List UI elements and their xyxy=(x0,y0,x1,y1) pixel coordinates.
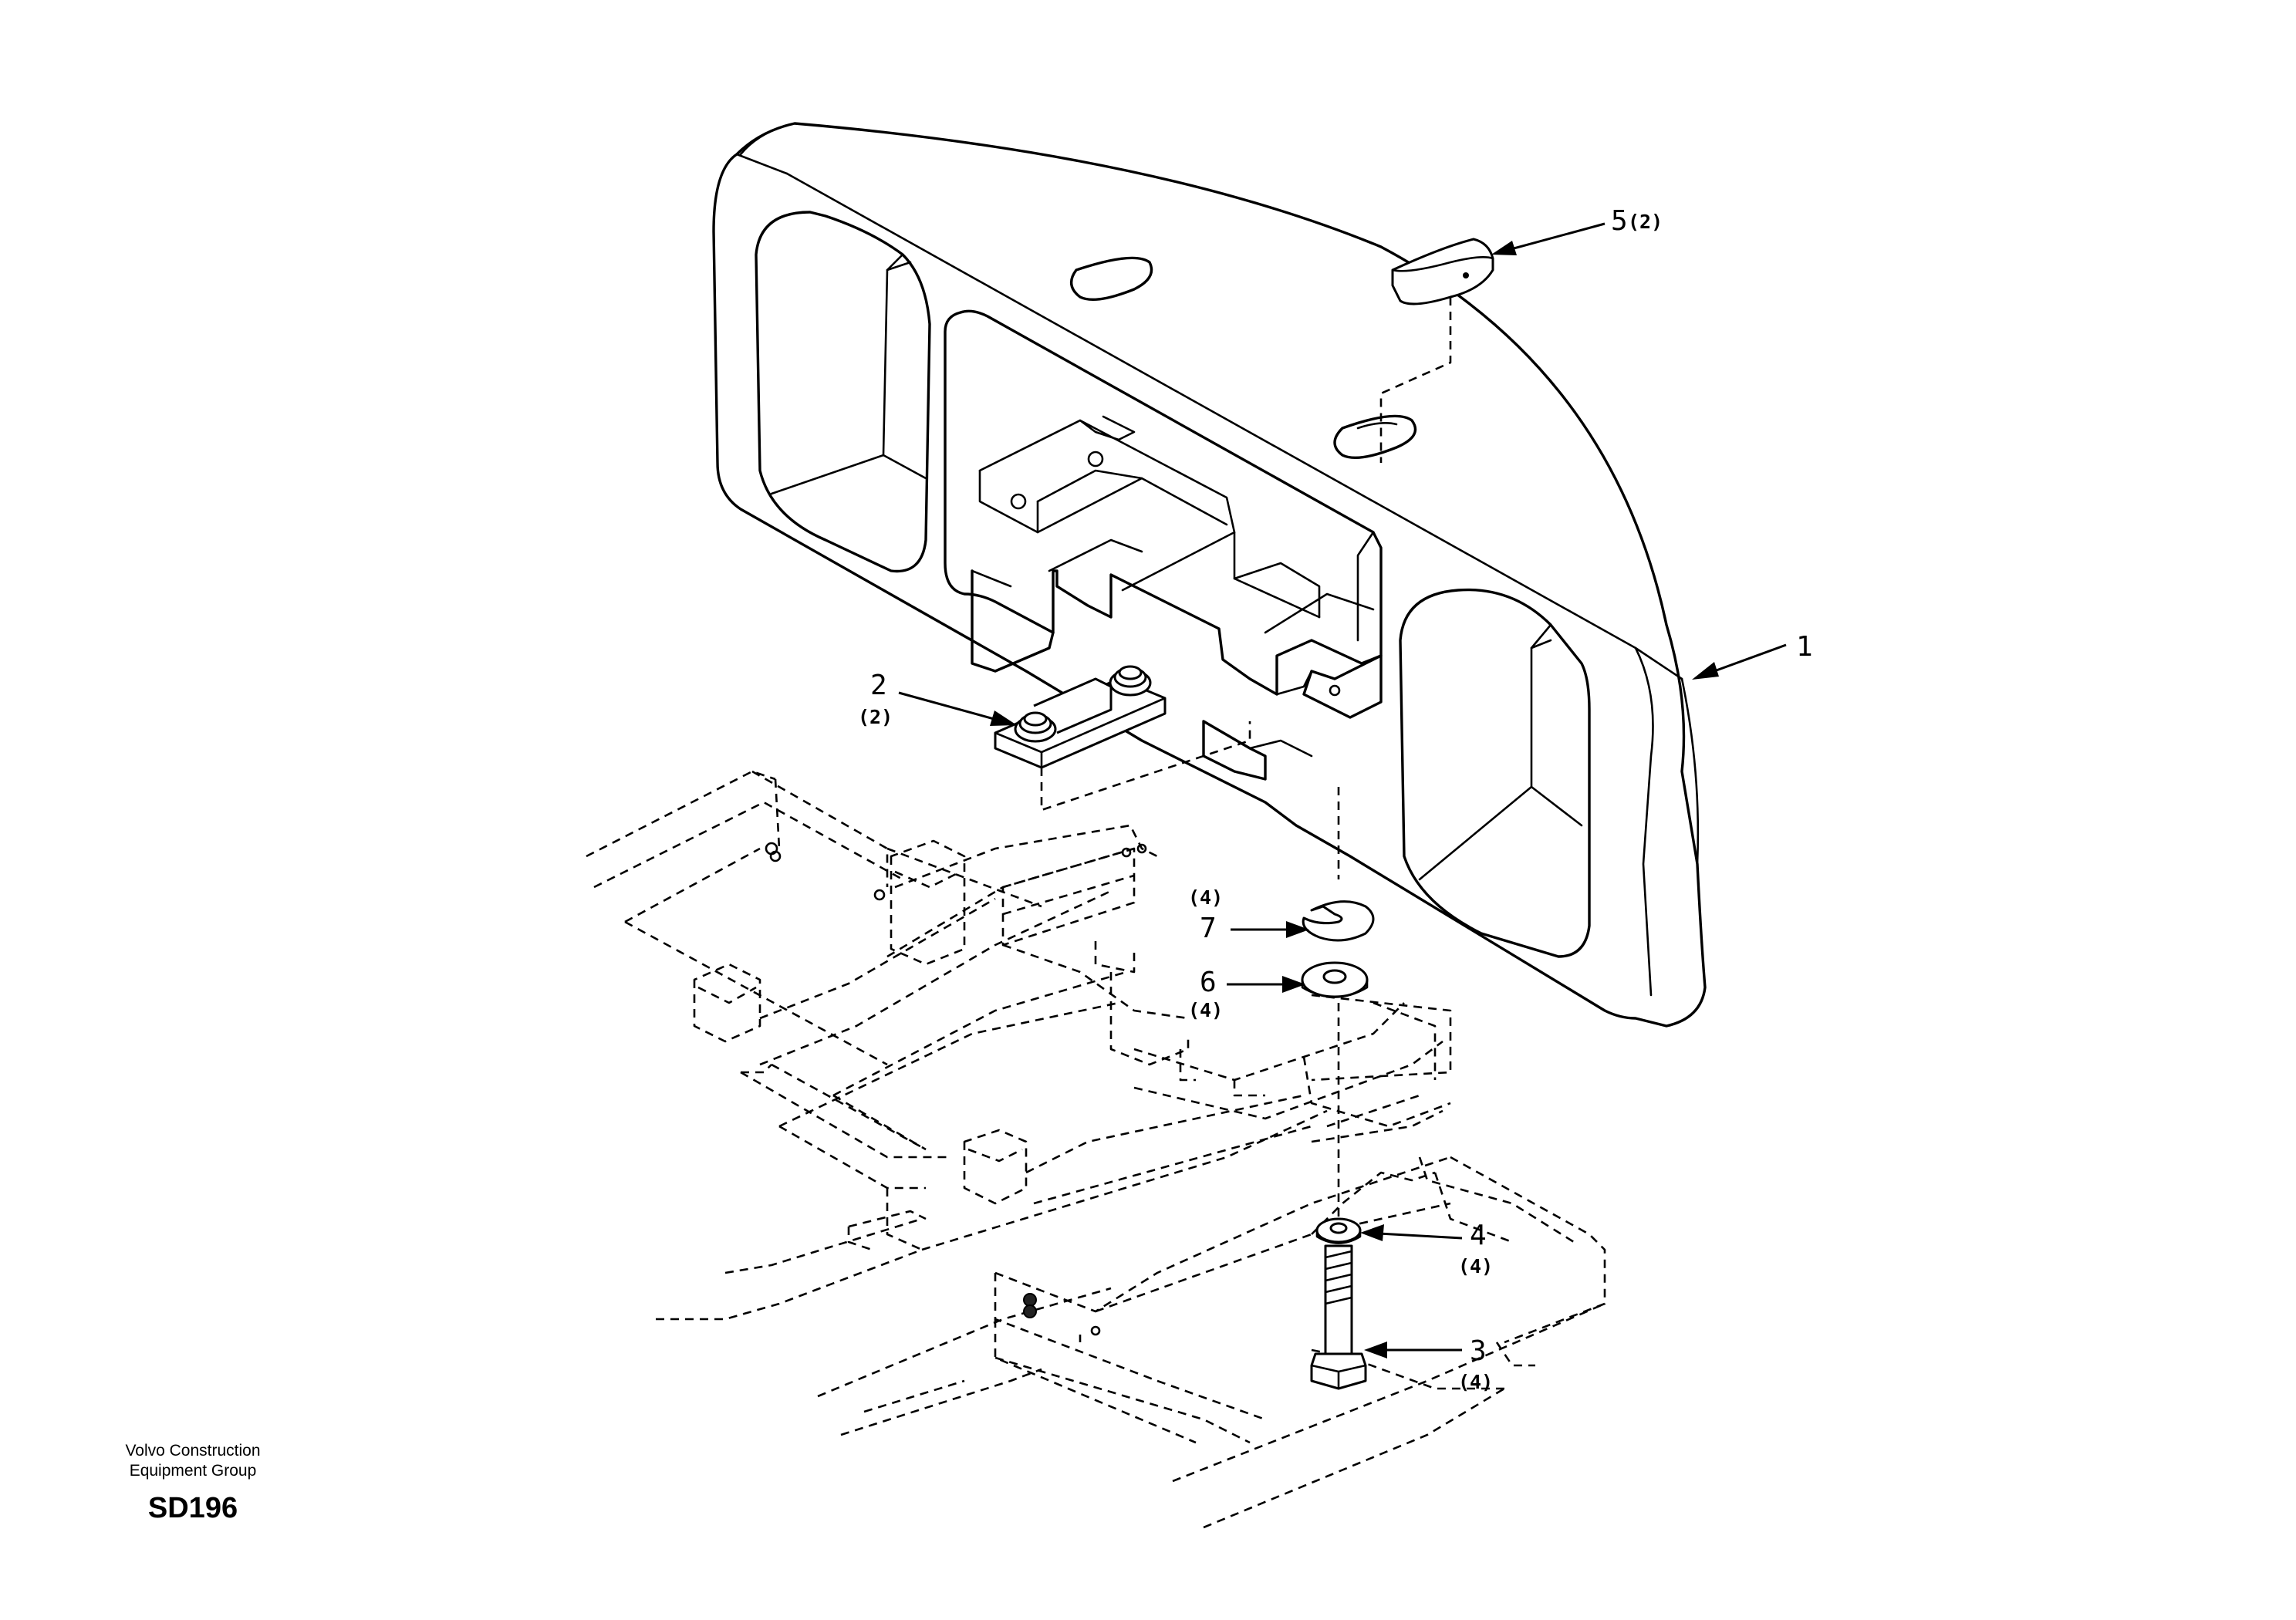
callout-2-number: 2 xyxy=(870,670,887,701)
callout-1: 1 xyxy=(1796,631,1813,663)
callout-4: 4 (4) xyxy=(1458,1220,1493,1277)
callout-4-number: 4 xyxy=(1470,1220,1487,1251)
callout-2: 2 (2) xyxy=(858,670,893,728)
washer-part-4 xyxy=(1315,1217,1362,1244)
branding-block: Volvo Construction Equipment Group SD196 xyxy=(93,1441,293,1525)
machine-frame-phantom xyxy=(586,770,1606,1529)
callout-5: 5 (2) xyxy=(1611,205,1663,237)
callout-7: (4) 7 xyxy=(1188,886,1223,944)
callout-2-qty: (2) xyxy=(858,706,893,728)
callout-7-number: 7 xyxy=(1200,913,1217,944)
shim-part-7 xyxy=(1302,900,1375,942)
callout-6-number: 6 xyxy=(1200,967,1217,998)
callout-5-number: 5 xyxy=(1611,205,1628,237)
brand-name-line-1: Volvo Construction xyxy=(125,1442,261,1460)
callout-1-number: 1 xyxy=(1796,631,1813,663)
drawing-code: SD196 xyxy=(147,1492,238,1524)
plug-part-5 xyxy=(1379,238,1494,463)
callout-5-qty: (2) xyxy=(1628,211,1663,233)
callout-3-number: 3 xyxy=(1470,1335,1487,1367)
callout-6: 6 (4) xyxy=(1188,967,1223,1021)
washer-part-6 xyxy=(1301,961,1369,998)
brand-name-line-2: Equipment Group xyxy=(129,1462,257,1480)
callout-leaders xyxy=(898,222,1787,1358)
mounting-plate-part-2 xyxy=(994,665,1251,812)
callout-3-qty: (4) xyxy=(1458,1371,1493,1393)
callout-6-qty: (4) xyxy=(1188,999,1223,1021)
callout-7-qty: (4) xyxy=(1188,886,1223,909)
counterweight xyxy=(712,122,1707,1028)
bolt-part-3 xyxy=(1310,1244,1367,1390)
callout-3: 3 (4) xyxy=(1458,1335,1493,1393)
callout-4-qty: (4) xyxy=(1458,1255,1493,1277)
